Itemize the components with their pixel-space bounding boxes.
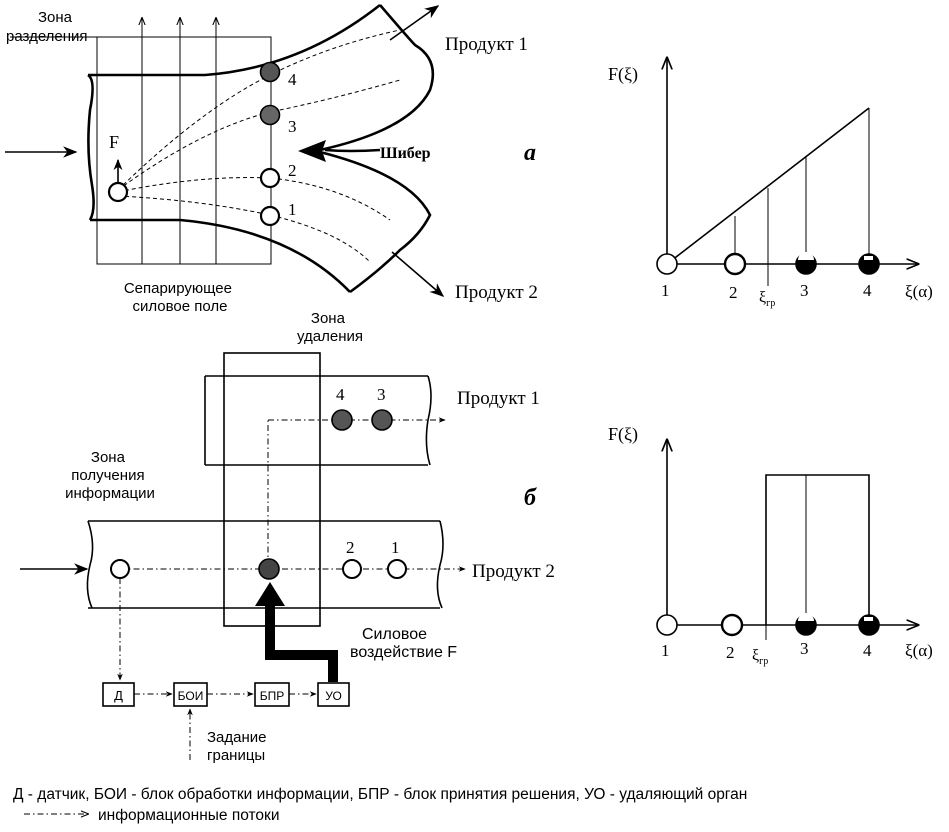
particle-label-2: 2 [288,161,297,180]
removal-zone-label: Зона удаления [297,310,363,345]
product1-branch-wall [319,4,435,152]
product1-channel-break [425,375,432,466]
graph-b-point-4-highlight [864,617,873,621]
gate-label: Шибер [380,145,431,162]
particle-1-passing [387,559,407,579]
graph-a-point-2 [723,252,747,276]
graph-b-tick-4: 4 [863,641,872,660]
boundary-setting-label: Задание границы [207,729,271,764]
block-remover [317,682,350,707]
graph-b-point-3-highlight [798,613,814,621]
graph-b-boundary-label: ξгр [752,647,768,667]
channel-inlet-wall [87,73,95,221]
graph-b-force-step [765,474,870,625]
particle-label-2-passing: 2 [346,538,355,557]
graph-a-boundary-label: ξгр [759,289,775,309]
graph-a-xlabel: ξ(α) [905,282,933,301]
graph-a-tick-1: 1 [661,281,670,300]
graph-b-ylabel: F(ξ) [608,424,638,445]
particle-label-3-removed: 3 [377,385,386,404]
particle-label-4: 4 [288,70,297,89]
graph-b-tick-1: 1 [661,641,670,660]
block-processing-label: БОИ [178,689,204,703]
graph-a-point-1 [656,253,678,275]
gate-arrowhead [298,140,326,162]
variant-b-label: б [524,485,537,511]
block-remover-label: УО [325,689,342,703]
particle-label-1-passing: 1 [391,538,400,557]
particle-3 [259,104,281,126]
separation-zone-frame [96,36,272,265]
main-channel-outlet-break [436,520,444,609]
separating-field-label: Сепарирующее силовое поле [124,280,236,315]
force-label: F [109,132,119,152]
particle-4 [259,61,281,83]
graph-b-tick-2: 2 [726,643,735,662]
graph-a-tick-3: 3 [800,281,809,300]
legend-line-1: Д - датчик, БОИ - блок обработки информа… [13,786,747,803]
product1-outlet-arrow [389,5,440,41]
graph-b-tick-3: 3 [800,639,809,658]
particle-trajectory-1 [117,195,371,263]
graph-a-force-ramp [666,107,870,265]
channel-lower-wall [90,218,351,293]
force-actuator-arrowhead [255,582,285,606]
gate-shaft [324,148,381,153]
removal-zone-frame [223,352,321,627]
graph-b-xlabel: ξ(α) [905,641,933,660]
top-separation-diagram: Зона разделения Шибер F [5,3,538,315]
main-channel-inlet-break [86,520,94,609]
separation-zone-label: Зона разделения [6,9,88,45]
product2-label-top: Продукт 2 [455,282,538,303]
product1-label-bottom: Продукт 1 [457,388,540,409]
block-sensor-label: Д [114,688,123,703]
block-decision-label: БПР [260,689,285,703]
inlet-particle-bottom [110,559,130,579]
product2-label-bottom: Продукт 2 [472,561,555,582]
channel-upper-wall [88,3,381,77]
particle-being-removed [258,558,280,580]
graph-a: F(ξ) ξ(α) 1 2 3 4 ξгр [608,58,933,309]
graph-b: F(ξ) ξ(α) 1 2 3 4 ξгр [608,424,933,667]
inlet-particle [107,181,129,203]
product2-outlet-arrow [391,251,445,297]
graph-a-ylabel: F(ξ) [608,64,638,85]
particle-2 [259,167,281,189]
particle-4-removed [331,409,353,431]
particle-label-4-removed: 4 [336,385,345,404]
product1-label-top: Продукт 1 [445,34,528,55]
graph-a-point-3-highlight [798,252,814,260]
bottom-separation-diagram: Зона удаления 4 3 2 1 Продукт 1 П [20,310,555,764]
particle-trajectory-2 [117,177,391,221]
force-actuator-path [265,605,338,682]
force-action-label: Силовое воздействие F [350,626,457,661]
product2-branch-wall [319,150,432,294]
particle-3-removed [371,409,393,431]
graph-a-tick-2: 2 [729,283,738,302]
particle-2-passing [342,559,362,579]
graph-b-point-1 [656,614,678,636]
graph-a-tick-4: 4 [863,281,872,300]
particle-1 [259,205,281,227]
particle-label-1: 1 [288,200,297,219]
graph-b-point-2 [720,613,744,637]
legend: Д - датчик, БОИ - блок обработки информа… [13,786,747,824]
legend-line-2: информационные потоки [98,807,280,824]
variant-a-label: а [524,140,536,166]
info-zone-label: Зона получения информации [65,449,155,502]
particle-trajectory-4 [117,29,401,191]
particle-label-3: 3 [288,117,297,136]
particle-trajectory-3 [117,79,401,191]
graph-a-point-4-highlight [864,256,873,260]
